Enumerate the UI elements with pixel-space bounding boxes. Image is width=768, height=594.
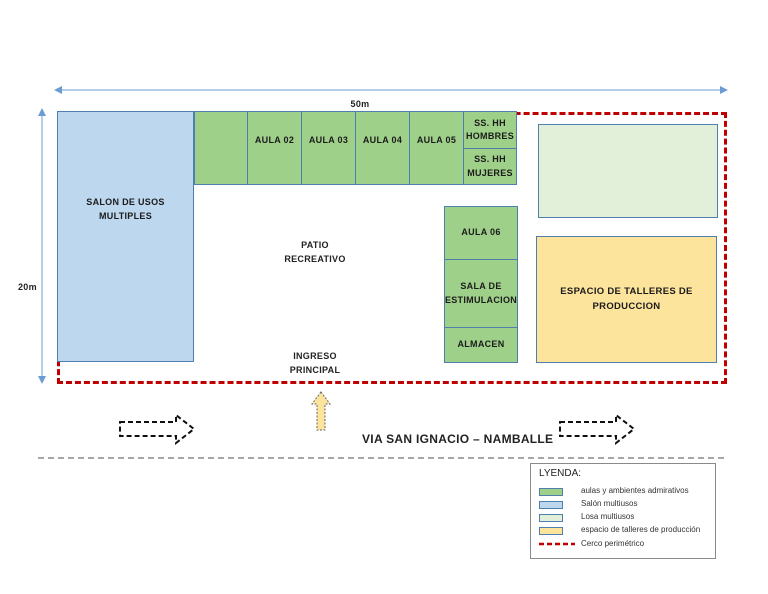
room-sshh-mujeres: SS. HH MUJERES [463,148,517,185]
entrance-arrow-icon [311,391,331,431]
legend-swatch-talleres [539,527,563,535]
legend-label-talleres: espacio de talleres de producción [581,525,701,534]
road-direction-arrow-right-icon [559,412,636,446]
legend-label-salon: Salón multiusos [581,499,638,508]
legend-label-losa: Losa multiusos [581,512,635,521]
patio-recreativo-label: PATIO RECREATIVO [284,240,346,265]
room-aula-02: AULA 02 [247,111,302,185]
legend-label-cerco: Cerco perimétrico [581,539,645,548]
road-name-label: VIA SAN IGNACIO – NAMBALLE [362,432,554,446]
room-espacio-talleres: ESPACIO DE TALLERES DE PRODUCCION [536,236,717,363]
ingreso-principal-label: INGRESO PRINCIPAL [289,351,341,376]
room-aula-05: AULA 05 [409,111,464,185]
legend-label-aulas: aulas y ambientes admirativos [581,486,689,495]
width-dimension-label: 50m [350,99,370,109]
room-aula-06: AULA 06 [444,206,518,260]
room-sala-estimulacion: SALA DE ESTIMULACION [444,259,518,328]
losa-multiusos [538,124,718,218]
room-salon-usos-multiples: SALON DE USOS MULTIPLES [57,111,194,362]
legend-swatch-salon [539,501,563,509]
legend-title: LYENDA: [539,468,582,479]
room-almacen: ALMACEN [444,327,518,363]
height-dimension-label: 20m [18,282,37,292]
room-aula-03: AULA 03 [301,111,356,185]
legend-swatch-aulas [539,488,563,496]
legend: LYENDA: aulas y ambientes admirativos Sa… [530,463,716,559]
legend-swatch-losa [539,514,563,522]
road-direction-arrow-left-icon [119,412,196,446]
room-sshh-hombres: SS. HH HOMBRES [463,111,517,149]
legend-swatch-cerco [539,542,575,546]
room-aula-04: AULA 04 [355,111,410,185]
room-aula-01 [194,111,248,185]
